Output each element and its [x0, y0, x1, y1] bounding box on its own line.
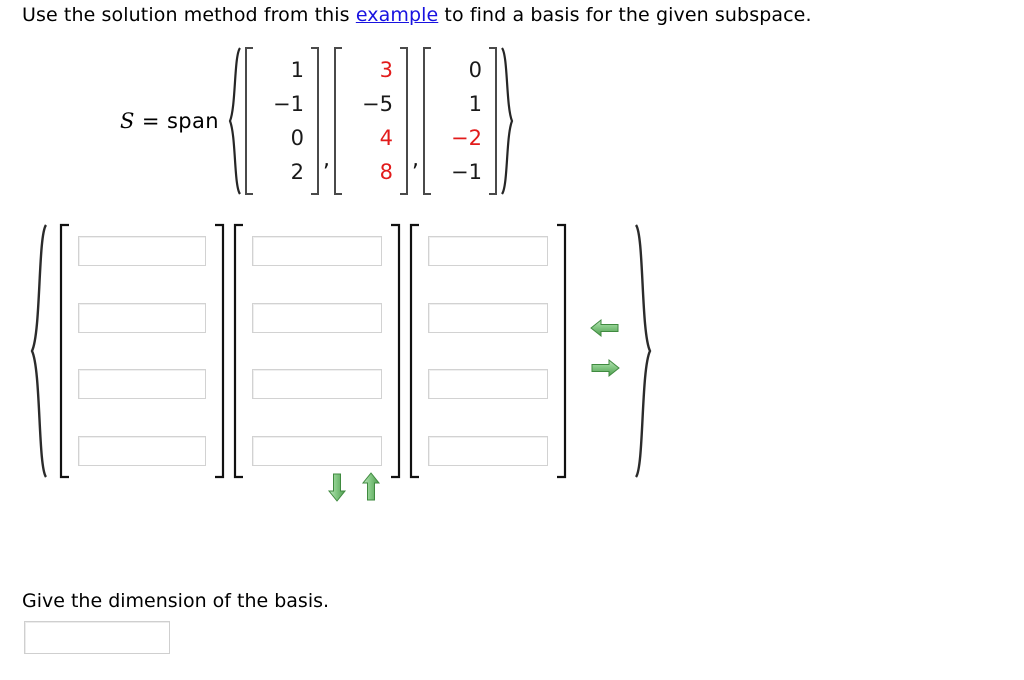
- left-arrow-icon[interactable]: [590, 317, 620, 339]
- vector-entry: 1: [290, 58, 305, 82]
- up-arrow-icon[interactable]: [360, 472, 382, 502]
- right-arrow-icon[interactable]: [590, 357, 620, 379]
- vector-entry: 8: [379, 160, 394, 184]
- span-close-brace: [499, 46, 515, 196]
- bracket-open-icon: [243, 46, 254, 196]
- answer-vector-3-cells: [420, 222, 556, 480]
- bracket-close-icon: [556, 222, 568, 480]
- bracket-close-icon: [214, 222, 226, 480]
- vector-entry: 0: [468, 58, 483, 82]
- vector-entry: −1: [451, 160, 483, 184]
- vertical-arrow-controls: [326, 472, 382, 502]
- span-vector-1-entries: 1 −1 0 2: [254, 53, 310, 189]
- answer-vector-2: [232, 222, 402, 480]
- prompt-text-after: to find a basis for the given subspace.: [438, 4, 812, 26]
- down-arrow-icon[interactable]: [326, 472, 348, 502]
- bracket-close-icon: [399, 46, 410, 196]
- span-vector-1: 1 −1 0 2: [243, 46, 321, 196]
- answer-close-brace-wrap: [632, 222, 654, 480]
- span-open-brace: [227, 46, 243, 196]
- answer-cell[interactable]: [428, 369, 548, 400]
- answer-cell[interactable]: [78, 236, 206, 266]
- answer-cell[interactable]: [252, 435, 382, 466]
- span-vector-3: 0 1 −2 −1: [421, 46, 499, 196]
- answer-matrices: [58, 222, 574, 480]
- answer-cell[interactable]: [428, 302, 548, 333]
- answer-cell[interactable]: [428, 236, 548, 266]
- answer-cell[interactable]: [78, 435, 206, 466]
- vector-entry: 3: [379, 58, 394, 82]
- answer-open-brace: [28, 222, 50, 480]
- page-title: Use the solution method from this exampl…: [22, 3, 812, 27]
- answer-cell[interactable]: [78, 302, 206, 333]
- answer-cell[interactable]: [78, 369, 206, 400]
- span-lhs: S = span: [120, 109, 219, 133]
- bracket-open-icon: [332, 46, 343, 196]
- span-expression: S = span 1 −1 0 2 ,: [120, 46, 515, 196]
- vector-entry: −5: [362, 92, 394, 116]
- vector-entry: 0: [290, 126, 305, 150]
- span-vector-3-entries: 0 1 −2 −1: [432, 53, 488, 189]
- answer-cell[interactable]: [252, 369, 382, 400]
- vector-entry: −2: [451, 126, 483, 150]
- answer-cell[interactable]: [428, 435, 548, 466]
- answer-vector-3: [408, 222, 568, 480]
- example-link[interactable]: example: [355, 4, 439, 26]
- horizontal-arrow-controls: [590, 222, 620, 480]
- subspace-variable: S: [120, 109, 135, 133]
- separator-comma: ,: [323, 147, 331, 172]
- bracket-open-icon: [408, 222, 420, 480]
- bracket-open-icon: [58, 222, 70, 480]
- answer-vector-2-cells: [244, 222, 390, 480]
- bracket-open-icon: [232, 222, 244, 480]
- bracket-open-icon: [421, 46, 432, 196]
- span-vector-2: 3 −5 4 8: [332, 46, 410, 196]
- bracket-close-icon: [488, 46, 499, 196]
- span-keyword: span: [166, 109, 220, 133]
- answer-cell[interactable]: [252, 236, 382, 266]
- vector-entry: 2: [290, 160, 305, 184]
- vector-entry: 1: [468, 92, 483, 116]
- answer-close-brace: [632, 222, 654, 480]
- dimension-question-label: Give the dimension of the basis.: [22, 590, 330, 612]
- answer-vector-1-cells: [70, 222, 214, 480]
- vector-entry: 4: [379, 126, 394, 150]
- answer-vector-1: [58, 222, 226, 480]
- bracket-close-icon: [390, 222, 402, 480]
- span-vector-2-entries: 3 −5 4 8: [343, 53, 399, 189]
- prompt-text-before: Use the solution method from this: [22, 4, 356, 26]
- bracket-close-icon: [310, 46, 321, 196]
- answer-cell[interactable]: [252, 302, 382, 333]
- dimension-input[interactable]: [24, 621, 170, 654]
- separator-comma: ,: [412, 147, 420, 172]
- equals-sign: =: [141, 109, 160, 133]
- vector-entry: −1: [273, 92, 305, 116]
- answer-basis-region: [28, 222, 748, 480]
